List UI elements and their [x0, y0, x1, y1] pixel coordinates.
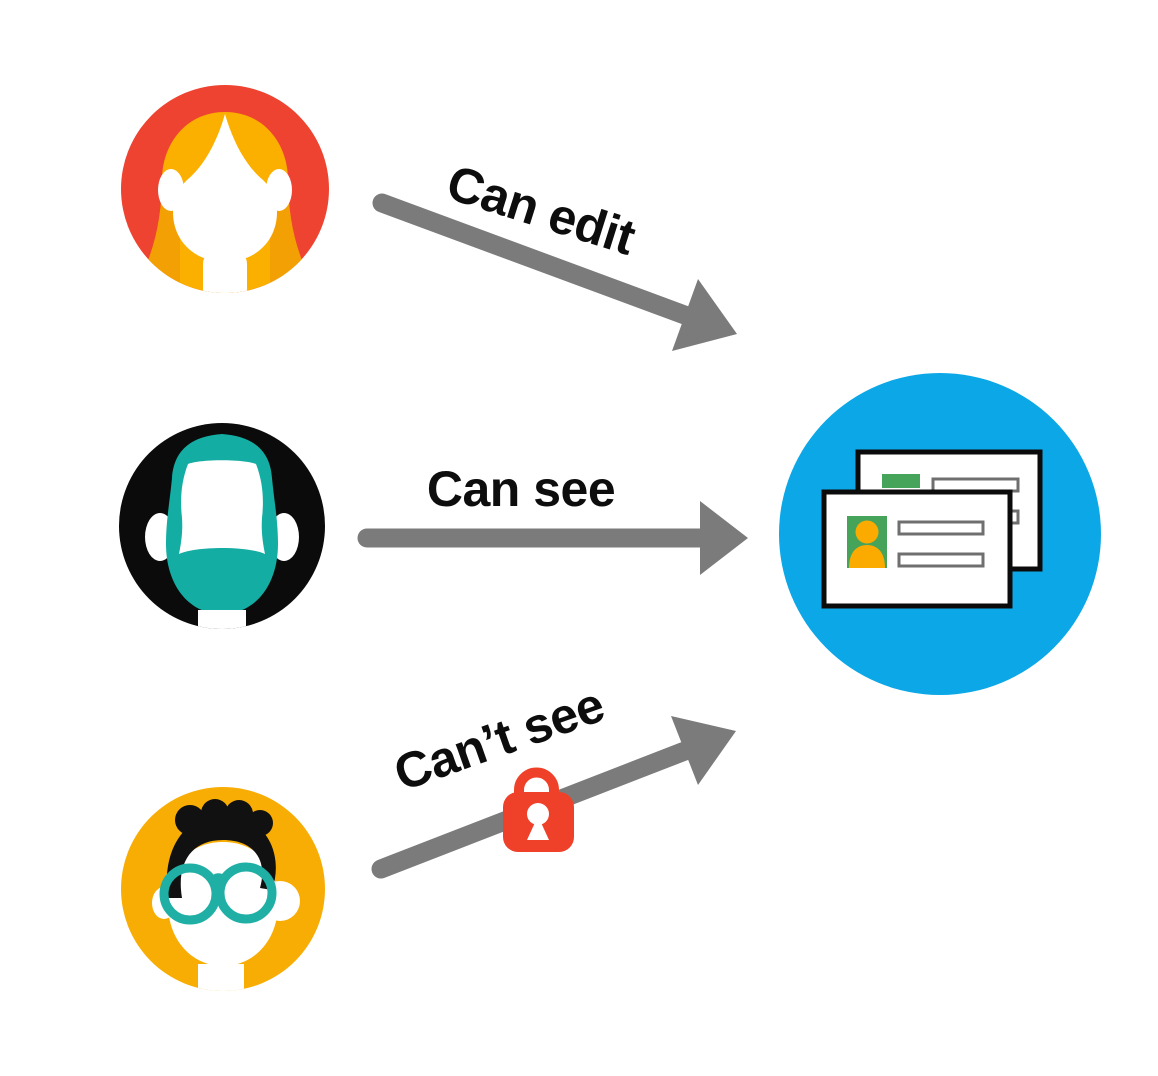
face-shape [173, 114, 277, 262]
collar-shape [203, 254, 247, 293]
hair-curl [175, 805, 205, 835]
person-head [855, 520, 879, 544]
can-see-label: Can see [426, 461, 616, 517]
can-edit-arrow [372, 193, 737, 351]
face-shape [179, 460, 265, 554]
can-see-arrow [357, 501, 748, 575]
person-shoulders [849, 545, 885, 568]
bearded-man-avatar-icon [119, 423, 325, 629]
front-contact-card [821, 489, 1013, 609]
hair-curl [201, 799, 229, 827]
card-text-line [897, 520, 985, 536]
glasses-right-lens [215, 862, 277, 924]
glasses-bridge [208, 873, 228, 885]
neck-shape [198, 610, 246, 629]
lock-icon [503, 767, 574, 852]
card-text-line [897, 552, 985, 568]
hair-curl [225, 800, 253, 828]
glasses-man-avatar-icon [121, 787, 325, 991]
lock-keyhole [527, 803, 549, 825]
neck-shape [198, 964, 244, 991]
contact-cards-icon [779, 373, 1101, 695]
card-photo-placeholder [882, 474, 920, 488]
lock-shackle [514, 767, 559, 796]
hair-shape [166, 814, 276, 898]
woman-avatar-icon [121, 85, 329, 293]
hair-curl [247, 810, 273, 836]
lock-keyhole-tail [527, 816, 549, 840]
